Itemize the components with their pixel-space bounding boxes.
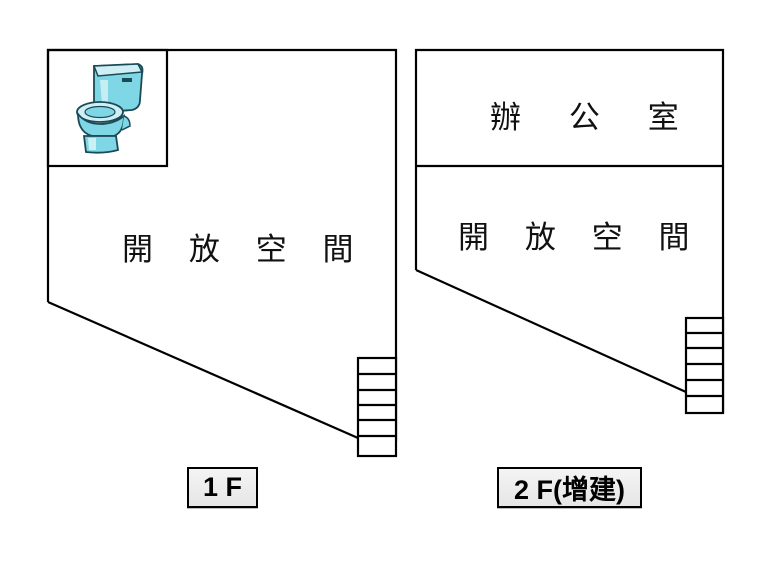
floor-2-open-space-label: 開 放 空 間 [458, 220, 690, 256]
floor-1-open-space-label: 開 放 空 間 [122, 232, 354, 268]
floor-1-badge: 1 F [187, 467, 258, 508]
stairs-icon [684, 316, 725, 415]
restroom-room [46, 48, 169, 168]
toilet-icon [76, 63, 144, 154]
floor-1-slanted-wall [47, 300, 359, 440]
floor-2-office-label: 辦 公 室 [490, 100, 679, 136]
floor-2-slanted-wall [415, 268, 687, 394]
stairs-icon [356, 356, 398, 458]
floor-2-badge: 2 F(增建) [497, 467, 642, 508]
